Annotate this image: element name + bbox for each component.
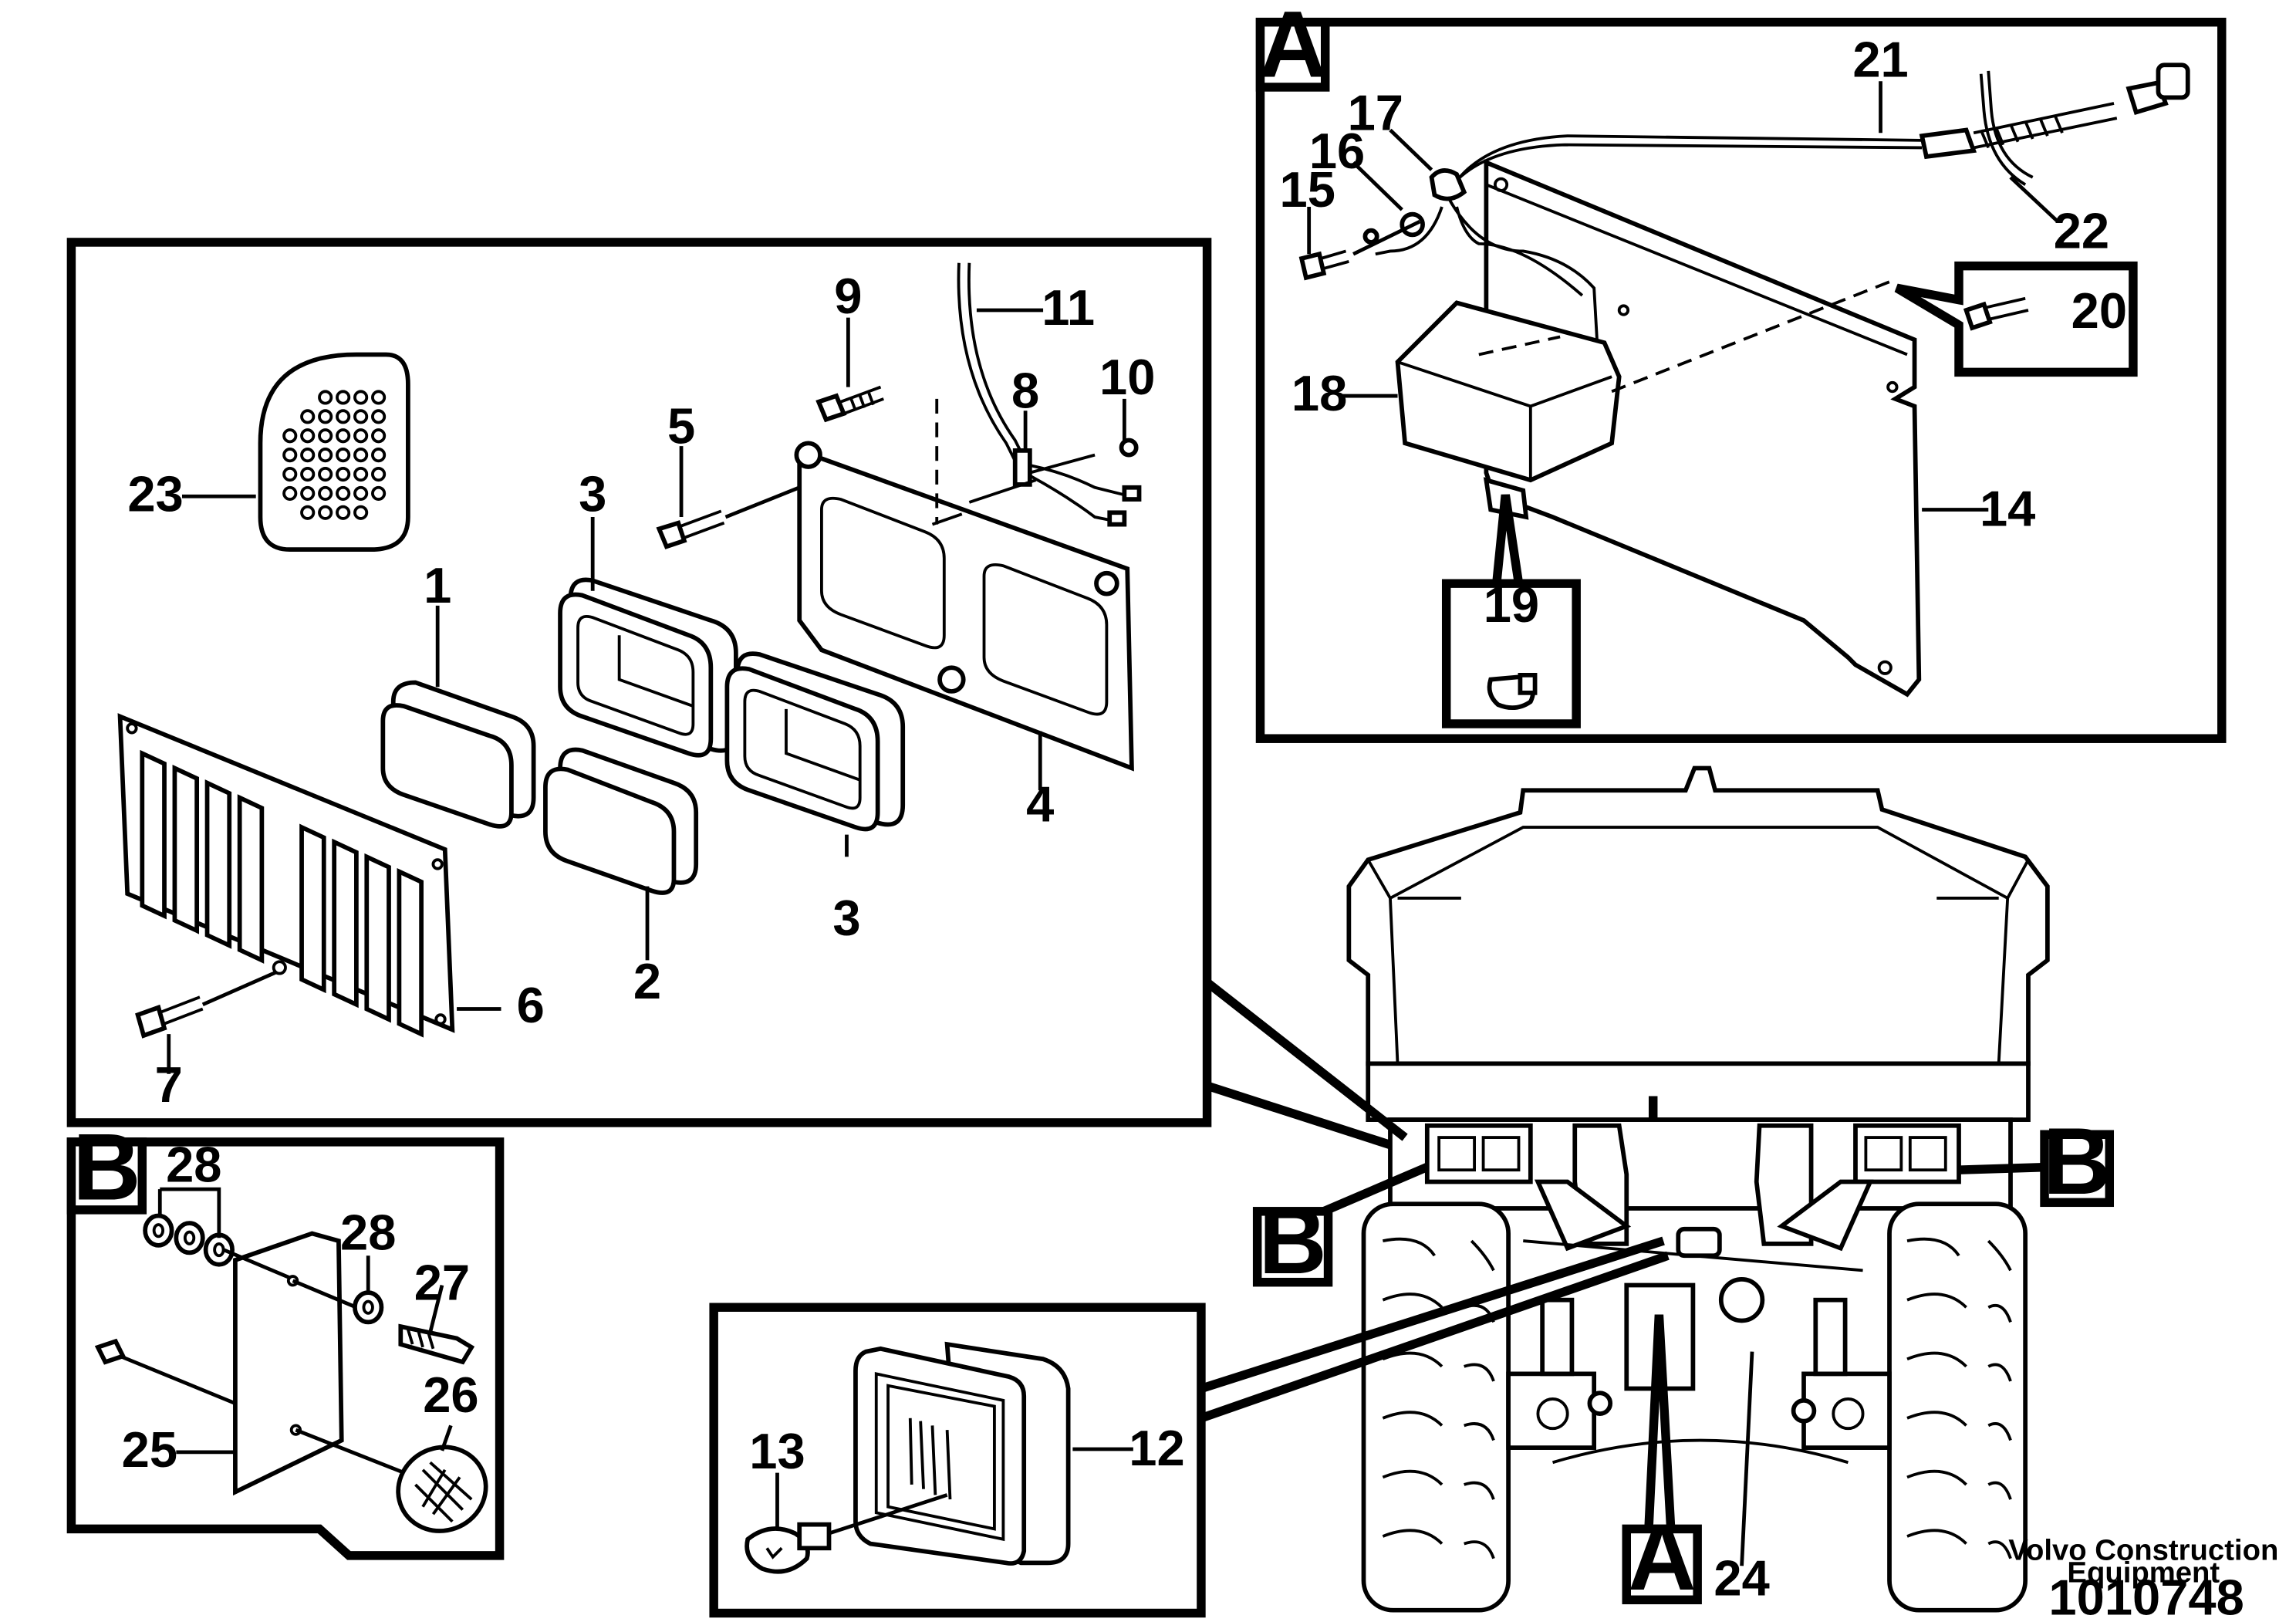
lamp-gasket-3b-part <box>724 651 906 832</box>
label-1: 1 <box>424 557 451 613</box>
grille-plate-part <box>117 713 455 1038</box>
label-7: 7 <box>155 1056 183 1113</box>
label-4: 4 <box>1026 776 1054 832</box>
washers-part <box>94 1213 475 1479</box>
label-28b: 28 <box>340 1205 396 1261</box>
brand-line-2: Equipment <box>2067 1556 2220 1589</box>
reflector-part <box>258 352 410 552</box>
bulb-detail-box <box>1441 494 1581 728</box>
label-19: 19 <box>1484 576 1539 633</box>
label-12: 12 <box>1129 1420 1184 1476</box>
label-22: 22 <box>2054 203 2109 259</box>
work-light-detail-panel <box>709 1303 1206 1618</box>
bolt-7-part <box>135 970 278 1039</box>
label-5: 5 <box>667 397 695 454</box>
label-8: 8 <box>1011 362 1039 418</box>
bolt-5-part <box>656 485 801 549</box>
label-3a: 3 <box>579 465 606 522</box>
callout-b-right: B <box>2040 1108 2115 1214</box>
label-11: 11 <box>1042 279 1095 336</box>
label-21: 21 <box>1852 32 1908 88</box>
label-16: 16 <box>1309 123 1365 179</box>
label-26: 26 <box>423 1367 478 1423</box>
label-23: 23 <box>127 465 183 522</box>
bulb-13-part <box>745 1472 948 1574</box>
callout-a-label: A <box>1258 0 1326 97</box>
callout-b-left: B <box>1252 1188 1333 1293</box>
main-panel-leaders <box>167 308 1126 1074</box>
label-9: 9 <box>834 268 862 324</box>
callout-a-machine: A <box>1622 1504 1702 1610</box>
detail-panel-a: A <box>1255 0 2227 743</box>
machine-rear-view <box>1346 765 2050 1613</box>
label-10: 10 <box>1099 349 1155 405</box>
panel-b-leaders <box>157 1187 453 1492</box>
label-15: 15 <box>1280 161 1335 218</box>
brand-line-1: Volvo Construction <box>2008 1534 2278 1567</box>
label-18: 18 <box>1292 365 1347 421</box>
screw-detail-box <box>1894 261 2138 377</box>
bolt-9-part <box>815 385 884 423</box>
reflector-b-part <box>396 1445 488 1533</box>
label-24: 24 <box>1714 1550 1769 1607</box>
label-2: 2 <box>633 953 661 1009</box>
lamp-gasket-3a-part <box>558 577 738 758</box>
label-13: 13 <box>749 1423 805 1479</box>
detail-panel-b: B <box>66 1113 505 1560</box>
label-28a: 28 <box>166 1137 221 1193</box>
label-27: 27 <box>414 1255 470 1311</box>
rear-light-detail-panel <box>66 238 1212 1127</box>
callout-a-machine-label: A <box>1628 1504 1696 1610</box>
drawing-number: 1010748 <box>2048 1569 2244 1622</box>
callout-b-panel-label: B <box>73 1113 140 1219</box>
label-20: 20 <box>2071 282 2127 339</box>
footer-brand: Volvo Construction Equipment 1010748 <box>2008 1534 2278 1622</box>
label-3b: 3 <box>832 890 860 946</box>
lamp-1-part <box>380 680 536 829</box>
callout-b-left-label: B <box>1258 1188 1326 1293</box>
mounting-plate-part <box>794 441 1134 772</box>
left-wheel <box>1361 1201 1511 1613</box>
part-number-labels: 1 2 3 3 4 5 6 7 8 9 10 11 12 13 14 15 16… <box>122 32 2127 1607</box>
zoom-connectors <box>1200 978 2052 1423</box>
label-14: 14 <box>1980 481 2035 537</box>
work-light-part <box>853 1341 1071 1566</box>
label-25: 25 <box>122 1421 177 1478</box>
panel-a-leaders <box>1307 81 2059 512</box>
right-wheel <box>1887 1201 2028 1613</box>
plate-lamp-part <box>1395 279 1893 520</box>
lamp-wiring-part <box>1298 63 2190 340</box>
label-17: 17 <box>1348 84 1403 140</box>
callout-b-right-label: B <box>2043 1108 2111 1214</box>
lamp-2-part <box>543 747 699 895</box>
label-6: 6 <box>517 977 545 1033</box>
